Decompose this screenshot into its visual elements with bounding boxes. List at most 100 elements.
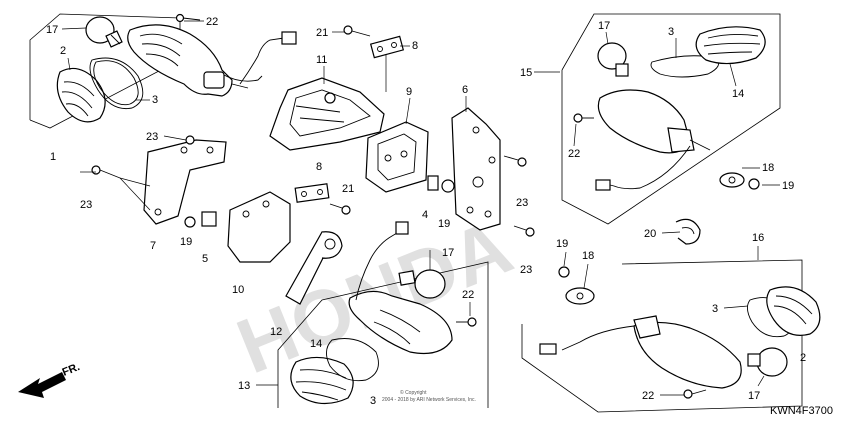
screw-22-bottom-right xyxy=(683,389,707,399)
callout-10: 10 xyxy=(232,284,244,296)
callout-9: 9 xyxy=(406,86,412,98)
callout-labels: 17 22 2 3 1 21 8 11 9 6 23 23 7 19 5 8 2… xyxy=(46,16,806,407)
callout-3: 3 xyxy=(152,94,158,106)
callout-20: 20 xyxy=(644,228,656,240)
callout-19: 19 xyxy=(438,218,450,230)
screw-22-bottom-center xyxy=(456,317,477,327)
center-mounting-parts xyxy=(80,25,535,305)
callout-22: 22 xyxy=(642,390,654,402)
callout-16: 16 xyxy=(752,232,764,244)
callout-18: 18 xyxy=(582,250,594,262)
callout-22: 22 xyxy=(462,289,474,301)
wire-harness-top-right xyxy=(605,145,691,190)
callout-4: 4 xyxy=(422,209,428,221)
nut-5 xyxy=(201,211,217,227)
bracket-12 xyxy=(285,231,343,305)
bracket-10 xyxy=(227,191,291,263)
housing-bottom-right xyxy=(633,315,742,389)
callout-7: 7 xyxy=(150,240,156,252)
callout-6: 6 xyxy=(462,84,468,96)
connector-top-right xyxy=(595,179,611,191)
callout-3: 3 xyxy=(712,303,718,315)
nut-19-top-right xyxy=(748,178,760,190)
screw-21-top xyxy=(343,25,371,37)
callout-1: 1 xyxy=(50,151,56,163)
connector-bottom-right xyxy=(539,343,557,355)
housing-top-left xyxy=(127,24,263,97)
screw-23-right xyxy=(503,155,535,237)
bulb-17-top-right xyxy=(597,42,629,77)
callout-19: 19 xyxy=(180,236,192,248)
callout-3: 3 xyxy=(668,26,674,38)
callout-11: 11 xyxy=(316,54,327,66)
nut-19-left xyxy=(184,216,196,228)
grommet-4 xyxy=(427,175,439,191)
screw-22-top-left xyxy=(175,13,201,23)
washer-18-bottom-right xyxy=(565,287,595,305)
wire-harness-bottom-right xyxy=(561,325,635,351)
callout-23: 23 xyxy=(516,197,528,209)
washer-18-top-right xyxy=(719,172,745,188)
callout-18: 18 xyxy=(762,162,774,174)
callout-8: 8 xyxy=(412,40,418,52)
callout-8: 8 xyxy=(316,161,322,173)
callout-21: 21 xyxy=(342,183,354,195)
callout-2: 2 xyxy=(60,45,66,57)
clamp-20 xyxy=(675,218,701,245)
callout-12: 12 xyxy=(270,326,282,338)
plate-8-middle xyxy=(294,183,330,203)
plate-8-top xyxy=(369,35,405,92)
cover-11 xyxy=(269,77,385,151)
lens-14-bottom-center xyxy=(290,356,354,405)
front-arrow-icon xyxy=(18,372,66,398)
front-direction-indicator: FR. xyxy=(18,361,82,398)
diagram-code: KWN4F3700 xyxy=(770,405,833,417)
bracket-7 xyxy=(143,139,227,225)
callout-17: 17 xyxy=(598,20,610,32)
housing-bottom-center xyxy=(348,221,453,355)
callout-23: 23 xyxy=(520,264,532,276)
callout-23: 23 xyxy=(146,131,158,143)
callout-22: 22 xyxy=(568,148,580,160)
nut-19-center xyxy=(441,179,455,193)
callout-2: 2 xyxy=(800,352,806,364)
callout-15: 15 xyxy=(520,67,532,79)
connector-top-left xyxy=(281,31,297,45)
nut-19-bottom-right xyxy=(558,266,570,278)
callout-19: 19 xyxy=(782,180,794,192)
callout-14: 14 xyxy=(310,338,322,350)
rear-left-turn-signal-group xyxy=(277,221,489,408)
group-15-bracket-frame xyxy=(561,13,781,225)
group-16-bracket-frame xyxy=(521,259,803,413)
callout-17: 17 xyxy=(46,24,58,36)
stay-6 xyxy=(451,107,501,231)
lens-2-bottom-right xyxy=(766,286,821,336)
screw-21-middle xyxy=(329,203,351,215)
gasket-3-bottom-center xyxy=(326,338,379,382)
lens-2-top-left xyxy=(56,67,106,123)
lens-14-top-right xyxy=(695,26,766,65)
callout-21: 21 xyxy=(316,27,328,39)
housing-top-right xyxy=(597,89,711,154)
group-13-bracket-frame xyxy=(277,261,489,408)
rear-right-turn-signal-group xyxy=(521,259,821,413)
callout-17: 17 xyxy=(748,390,760,402)
wire-harness-top-left xyxy=(239,37,285,85)
callout-5: 5 xyxy=(202,253,208,265)
screw-22-top-right xyxy=(573,113,594,123)
bulb-17-bottom-center xyxy=(398,269,446,299)
callout-19: 19 xyxy=(556,238,568,250)
callout-3: 3 xyxy=(370,395,376,407)
callout-23: 23 xyxy=(80,199,92,211)
gasket-3-top-right xyxy=(650,55,720,78)
gasket-3-top-left xyxy=(89,57,144,110)
direction-label: FR. xyxy=(61,361,82,379)
callout-17: 17 xyxy=(442,247,454,259)
bulb-17-top-left xyxy=(85,16,123,48)
bulb-17-bottom-right xyxy=(747,347,788,377)
copyright-line-1: © Copyright xyxy=(400,389,427,396)
front-left-turn-signal-group xyxy=(29,13,297,129)
callout-leaders xyxy=(61,20,780,396)
copyright-line-2: 2004 - 2018 by ARI Network Services, Inc… xyxy=(382,397,476,403)
